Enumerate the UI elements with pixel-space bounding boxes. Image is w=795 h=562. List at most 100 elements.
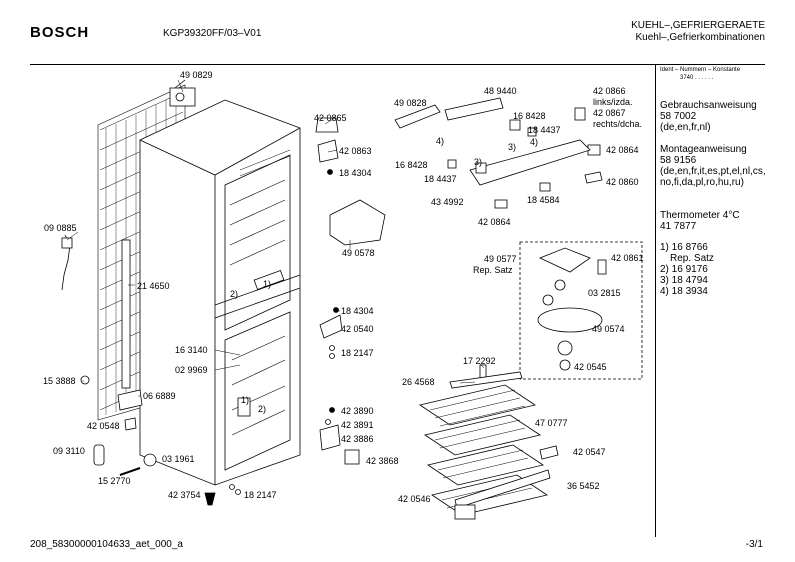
button [475, 162, 487, 174]
callout: 2) [230, 289, 239, 299]
part-label: 18 4584 [527, 195, 560, 205]
appliance-title: KUEHL–,GEFRIERGERAETE Kuehl–,Gefrierkomb… [631, 20, 765, 44]
part-label: 42 3890 [341, 406, 374, 416]
knob [527, 127, 537, 137]
disc [557, 340, 573, 356]
clip [124, 417, 137, 431]
manual-langs: (de,en,fr,nl) [660, 122, 711, 133]
callout: 3) [474, 157, 483, 167]
part-label: 03 1961 [162, 454, 195, 464]
part-label: 47 0777 [535, 418, 568, 428]
washer [329, 345, 335, 351]
part-label: 43 4992 [431, 197, 464, 207]
part-label: 42 0865 [314, 113, 347, 123]
knob [447, 159, 457, 169]
footnote: Rep. Satz [670, 253, 714, 264]
part-label: 49 0577 [484, 254, 517, 264]
install-entry: Montageanweisung 58 9156 (de,en,fr,it,es… [660, 144, 766, 188]
part-label: 06 6889 [143, 391, 176, 401]
part-label: 49 0828 [394, 98, 427, 108]
part-label: 42 0863 [339, 146, 372, 156]
thermometer-entry: Thermometer 4°C 41 7877 [660, 210, 740, 232]
part-label: 49 0574 [592, 324, 625, 334]
part-label: 36 5452 [567, 481, 600, 491]
cabinet [139, 99, 301, 486]
foot [143, 453, 157, 467]
callout: 2) [258, 404, 267, 414]
brand-logo: BOSCH [30, 24, 90, 41]
repair-set-box [519, 241, 643, 380]
title-line-1: KUEHL–,GEFRIERGERAETE [631, 20, 765, 31]
screw [204, 492, 216, 506]
control-board [394, 104, 441, 129]
part-label: 42 0545 [574, 362, 607, 372]
part-label: 42 0867 [593, 108, 626, 118]
spacer [93, 444, 105, 466]
holder [454, 504, 476, 520]
footnote: 3) 18 4794 [660, 275, 708, 286]
title-line-2: Kuehl–,Gefrierkombinationen [635, 32, 765, 43]
part-label: 09 0885 [44, 223, 77, 233]
part-label: 42 0866 [593, 86, 626, 96]
callout: 1) [241, 395, 250, 405]
part-label: 18 4304 [341, 306, 374, 316]
part-label: 18 4437 [528, 125, 561, 135]
header-divider [30, 64, 765, 65]
ident-label: Ident – Nummern – Konstante [660, 67, 741, 73]
heater-tube [121, 239, 131, 389]
manual-entry: Gebrauchsanweisung 58 7002 (de,en,fr,nl) [660, 100, 757, 133]
top-fitting [169, 79, 196, 107]
leader-lines [66, 79, 485, 397]
ring [559, 359, 571, 371]
part-label: 17 2292 [463, 356, 496, 366]
footnote: 4) 18 3934 [660, 286, 708, 297]
model-number: KGP39320FF/03–V01 [163, 28, 262, 39]
handle-strip [469, 139, 591, 186]
screw [333, 307, 339, 313]
part-label: 18 2147 [341, 348, 374, 358]
install-name: Montageanweisung [660, 144, 747, 155]
part-label: 15 2770 [98, 476, 131, 486]
bulb [597, 259, 607, 275]
part-label: 18 4437 [424, 174, 457, 184]
part-label: 49 0829 [180, 70, 213, 80]
display-frame [444, 97, 504, 121]
part-label: 42 0860 [606, 177, 639, 187]
bracket [329, 199, 386, 246]
knob [509, 119, 521, 131]
part-label: 48 9440 [484, 86, 517, 96]
part-label: Rep. Satz [473, 265, 513, 275]
callout: 4) [530, 137, 539, 147]
part-label: 42 0540 [341, 324, 374, 334]
part-label: 18 2147 [244, 490, 277, 500]
part-label: 42 0864 [478, 217, 511, 227]
washer [329, 353, 335, 359]
thermometer-name: Thermometer 4°C [660, 210, 740, 221]
end-cap [574, 107, 586, 121]
washer [229, 484, 235, 490]
page-number: -3/1 [745, 539, 763, 550]
part-label: 21 4650 [137, 281, 170, 291]
middle-hinge [319, 314, 343, 339]
cap [539, 182, 551, 192]
install-langs-2: no,fi,da,pl,ro,hu,ru) [660, 177, 744, 188]
callout: 3) [508, 142, 517, 152]
lamp-housing [538, 247, 591, 273]
washer [325, 419, 331, 425]
manual-number: 58 7002 [660, 111, 697, 122]
plug [61, 237, 73, 249]
washer [235, 489, 241, 495]
callout: 1) [263, 279, 272, 289]
rail [449, 371, 523, 389]
install-langs: (de,en,fr,it,es,pt,el,nl,cs, [660, 166, 766, 177]
install-number: 58 9156 [660, 155, 697, 166]
part-label: 49 0578 [342, 248, 375, 258]
footnote: 1) 16 8766 [660, 242, 708, 253]
callout: 4) [436, 136, 445, 146]
part-label: rechts/dcha. [593, 119, 643, 129]
ident-value: 3740 . . . . . . [680, 75, 714, 81]
foot-cover [344, 449, 360, 465]
part-label: 26 4568 [402, 377, 435, 387]
part-label: 42 0548 [87, 421, 120, 431]
hinge-top [317, 139, 339, 163]
